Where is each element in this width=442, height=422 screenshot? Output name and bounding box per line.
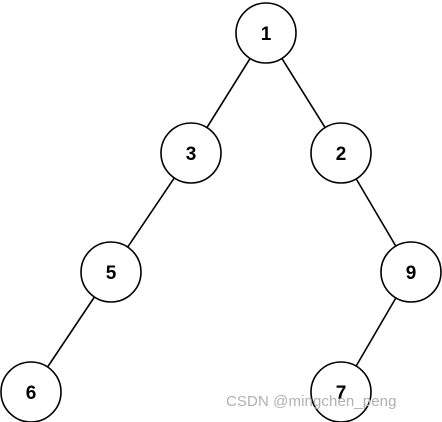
node-circle <box>380 241 442 303</box>
tree-node-1: 1 <box>235 2 297 64</box>
node-circle <box>80 241 142 303</box>
node-label: 7 <box>336 383 347 404</box>
edge-n1-n3 <box>206 57 251 129</box>
node-label: 1 <box>261 24 272 45</box>
node-circle <box>0 361 62 422</box>
node-label: 3 <box>186 144 197 165</box>
node-label: 9 <box>406 263 417 284</box>
tree-node-9: 9 <box>380 241 442 303</box>
node-circle <box>160 122 222 184</box>
edge-n5-n6 <box>46 296 96 368</box>
tree-node-3: 3 <box>160 122 222 184</box>
tree-node-7: 7 <box>310 361 372 422</box>
node-circle <box>310 361 372 422</box>
node-label: 5 <box>106 263 117 284</box>
tree-node-5: 5 <box>80 241 142 303</box>
edges-layer <box>46 57 397 368</box>
tree-node-2: 2 <box>310 122 372 184</box>
edge-n1-n2 <box>281 57 326 129</box>
node-label: 6 <box>26 383 37 404</box>
node-label: 2 <box>336 144 347 165</box>
node-circle <box>310 122 372 184</box>
edge-n2-n9 <box>355 178 397 247</box>
csdn-watermark: CSDN @mingchen_peng <box>226 393 397 410</box>
node-circle <box>235 2 297 64</box>
tree-node-6: 6 <box>0 361 62 422</box>
edge-n9-n7 <box>355 297 397 367</box>
edge-n3-n5 <box>127 177 175 248</box>
